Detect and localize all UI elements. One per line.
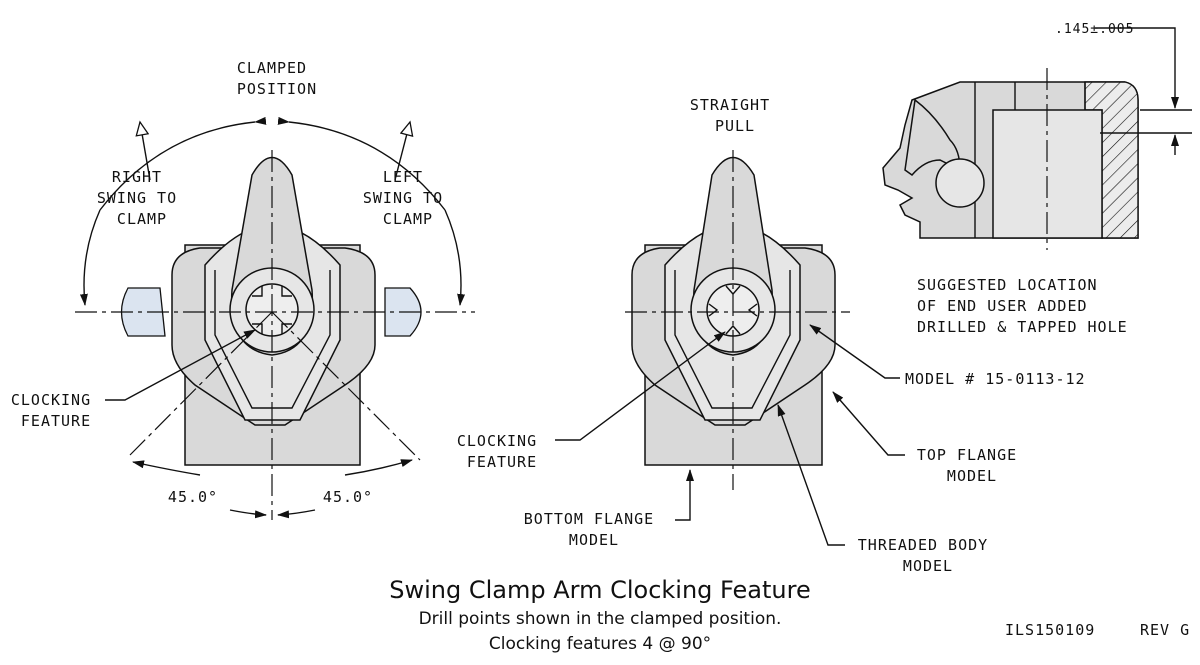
section-hook (904, 98, 961, 177)
angle-right-label: 45.0° (323, 488, 373, 506)
drawing-id: ILS150109 (1005, 621, 1095, 639)
threaded-body-label: THREADED BODY MODEL (858, 536, 998, 575)
clamped-position-label: CLAMPED POSITION (237, 59, 317, 98)
left-view: CLAMPED POSITION RIGHT SWING TO CLAMP LE… (11, 59, 475, 520)
top-flange-label: TOP FLANGE MODEL (917, 446, 1027, 485)
left-clocking-feature-label: CLOCKING FEATURE (11, 391, 101, 430)
caption: Swing Clamp Arm Clocking Feature Drill p… (389, 576, 1190, 654)
straight-pull-label: STRAIGHT PULL (690, 96, 780, 135)
section-pin (935, 158, 985, 208)
section-view: .145±.005 SUGGESTED LOCATION OF END USER… (882, 22, 1192, 336)
left-ghost-arm (120, 287, 166, 337)
drill-hole-note: SUGGESTED LOCATION OF END USER ADDED DRI… (917, 276, 1128, 336)
revision-label: REV G (1140, 621, 1190, 639)
bottom-flange-label: BOTTOM FLANGE MODEL (524, 510, 664, 549)
right-swing-label: RIGHT SWING TO CLAMP (97, 168, 187, 228)
caption-line-2: Clocking features 4 @ 90° (489, 634, 711, 654)
caption-title: Swing Clamp Arm Clocking Feature (389, 576, 811, 604)
left-swing-label: LEFT SWING TO CLAMP (363, 168, 453, 228)
caption-line-1: Drill points shown in the clamped positi… (419, 609, 782, 629)
angle-left-label: 45.0° (168, 488, 218, 506)
model-number-label: MODEL # 15-0113-12 (905, 370, 1086, 388)
middle-view: STRAIGHT PULL CLOCKING FEATURE BOTTOM FL… (457, 96, 1086, 575)
dimension-label: .145±.005 (1055, 22, 1134, 37)
middle-clocking-feature-label: CLOCKING FEATURE (457, 432, 547, 471)
